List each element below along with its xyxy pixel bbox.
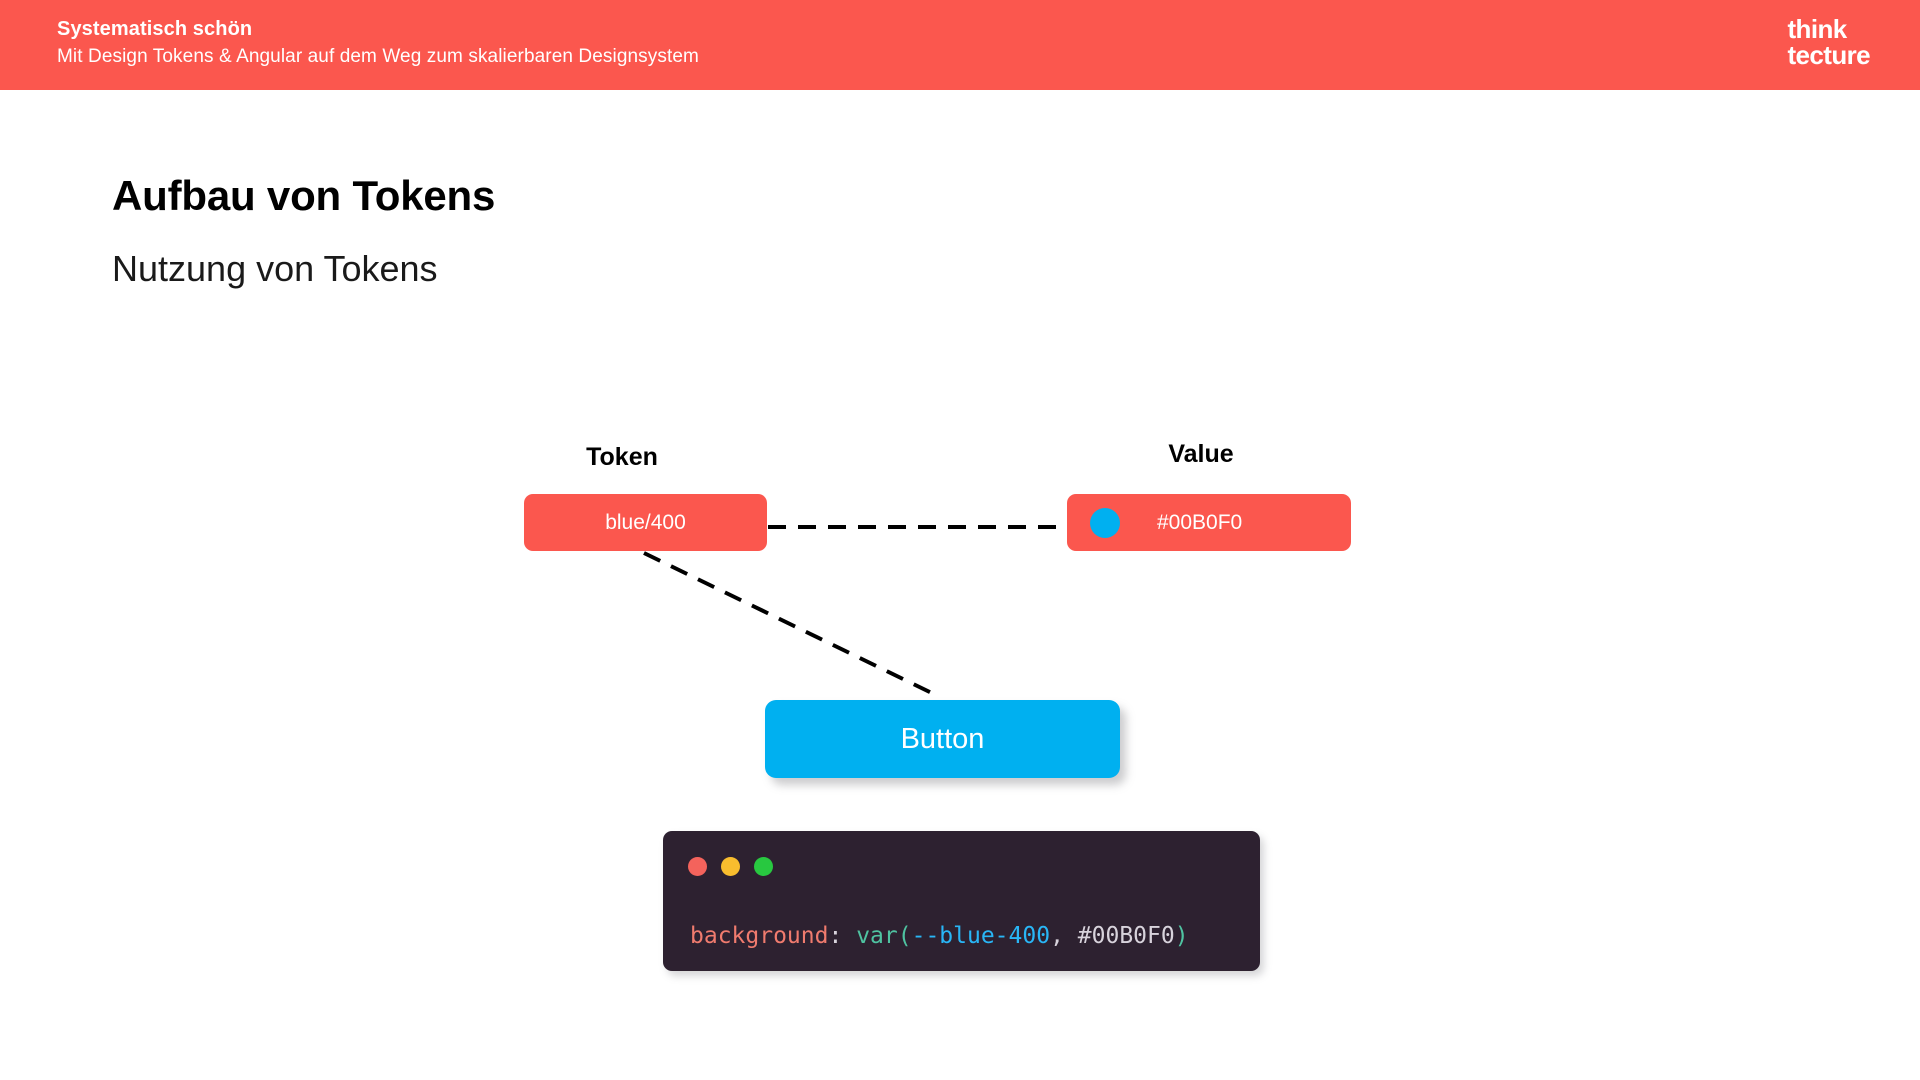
caption-value: Value: [1168, 440, 1234, 468]
presentation-subtitle: Mit Design Tokens & Angular auf dem Weg …: [57, 46, 699, 67]
connector-token-to-button: [643, 551, 941, 699]
maximize-dot-icon[interactable]: [754, 857, 773, 876]
logo-line-think: think: [1787, 14, 1848, 44]
value-pill[interactable]: #00B0F0: [1067, 494, 1351, 551]
code-comma: ,: [1050, 923, 1078, 949]
header-title-group: Systematisch schön Mit Design Tokens & A…: [57, 16, 699, 70]
code-variable: --blue-400: [911, 923, 1051, 949]
close-dot-icon[interactable]: [688, 857, 707, 876]
code-colon: :: [828, 923, 857, 949]
code-line: background: var(--blue-400, #00B0F0): [690, 923, 1189, 949]
code-fallback-value: #00B0F0: [1077, 923, 1175, 949]
code-function: var: [856, 923, 898, 949]
code-paren-close: ): [1174, 923, 1189, 949]
code-window: background: var(--blue-400, #00B0F0): [663, 831, 1260, 971]
minimize-dot-icon[interactable]: [721, 857, 740, 876]
presentation-title: Systematisch schön: [57, 18, 253, 40]
caption-token: Token: [586, 443, 658, 471]
slide-heading: Aufbau von Tokens: [112, 172, 496, 219]
thinktecture-logo: think tecture: [1788, 16, 1871, 68]
demo-button-label: Button: [900, 722, 985, 755]
window-traffic-lights: [688, 857, 773, 876]
demo-button[interactable]: Button: [765, 700, 1120, 778]
header-bar: Systematisch schön Mit Design Tokens & A…: [0, 0, 1920, 90]
slide-subheading: Nutzung von Tokens: [112, 248, 438, 289]
code-property: background: [690, 923, 829, 949]
token-pill[interactable]: blue/400: [524, 494, 767, 551]
logo-line-tecture: tecture: [1787, 40, 1871, 70]
color-swatch-icon: [1090, 507, 1120, 538]
value-pill-label: #00B0F0: [1157, 510, 1243, 534]
code-paren-open: (: [897, 923, 912, 949]
token-pill-label: blue/400: [605, 510, 686, 534]
